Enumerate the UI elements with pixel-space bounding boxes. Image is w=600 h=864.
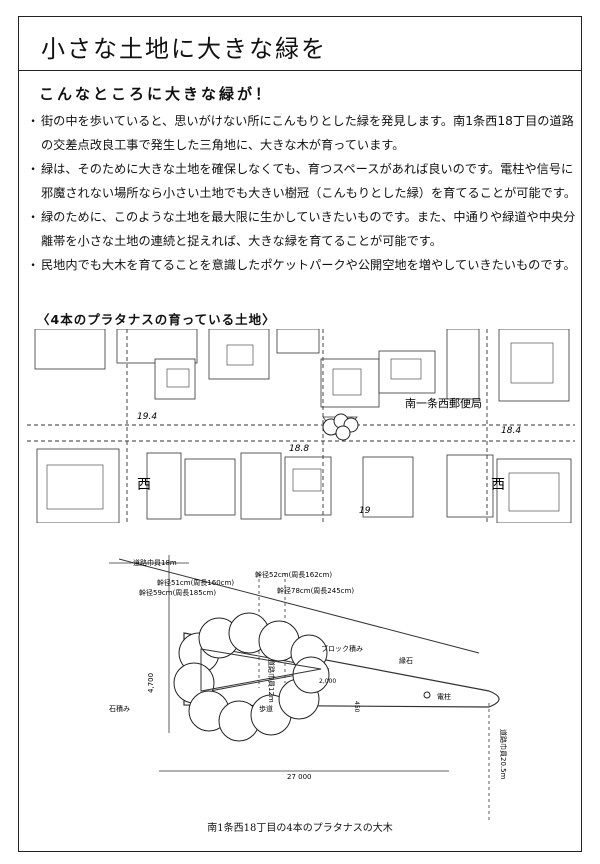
map-label-nishi: 西 — [491, 477, 505, 493]
plan-label: 道路巾員18m — [133, 558, 177, 567]
page-frame: 小さな土地に大きな緑を こんなところに大きな緑が！ 街の中を歩いていると、思いが… — [18, 16, 582, 852]
elevation-label: 19 — [359, 506, 371, 516]
plan-label: 電柱 — [437, 692, 451, 701]
plan-label: 450 — [353, 701, 360, 713]
elevation-label: 18.8 — [289, 444, 309, 454]
map-label-nishi: 西 — [137, 477, 151, 493]
plan-label: 幹径78cm(周長245cm) — [277, 586, 354, 595]
map-caption: 〈4本のプラタナスの育っている土地〉 — [37, 312, 276, 327]
bullet-item: 緑は、そのために大きな土地を確保しなくても、育つスペースがあれば良いのです。電柱… — [27, 157, 577, 205]
bullet-item: 街の中を歩いていると、思いがけない所にこんもりとした緑を発見します。南1条西18… — [27, 109, 577, 157]
elevation-label: 19.4 — [137, 412, 157, 422]
subheading: こんなところに大きな緑が！ — [39, 85, 274, 103]
plan-label: 幹径52cm(周長162cm) — [255, 570, 332, 579]
bullet-list: 街の中を歩いていると、思いがけない所にこんもりとした緑を発見します。南1条西18… — [27, 109, 577, 277]
site-plan-graphic: 道路巾員18m 幹径51cm(周長160cm) 幹径52cm(周長162cm) … — [109, 555, 508, 823]
plan-caption: 南1条西18丁目の4本のプラタナスの大木 — [207, 823, 393, 834]
bullet-item: 民地内でも大木を育てることを意識したポケットパークや公開空地を増やしていきたいも… — [27, 253, 577, 277]
plan-label: 27 000 — [287, 773, 312, 781]
plan-label: 縁石 — [399, 656, 413, 665]
page-title: 小さな土地に大きな緑を — [41, 35, 327, 63]
site-map: 南一条西郵便局 西 西 19.4 18.8 18.4 19 — [27, 329, 575, 523]
plan-label: 石積み — [109, 704, 130, 713]
plan-label: 道路巾員20.5m — [499, 729, 508, 780]
plan-label: 幹径51cm(周長160cm) — [157, 578, 234, 587]
site-map-graphic: 南一条西郵便局 西 西 19.4 18.8 18.4 19 — [27, 329, 575, 523]
plan-label: 道路巾員12m — [267, 659, 276, 703]
plan-label: ブロック積み — [321, 644, 363, 653]
plan-label: 2,000 — [319, 678, 336, 685]
site-plan: 道路巾員18m 幹径51cm(周長160cm) 幹径52cm(周長162cm) … — [49, 533, 549, 833]
elevation-label: 18.4 — [501, 426, 521, 436]
plan-label: 幹径59cm(周長185cm) — [139, 588, 216, 597]
title-bar: 小さな土地に大きな緑を — [19, 17, 581, 71]
plan-label: 歩道 — [259, 704, 273, 713]
plan-label: 4,700 — [147, 673, 155, 693]
bullet-item: 緑のために、このような土地を最大限に生かしていきたいものです。また、中通りや緑道… — [27, 205, 577, 253]
post-office-label: 南一条西郵便局 — [405, 396, 482, 410]
